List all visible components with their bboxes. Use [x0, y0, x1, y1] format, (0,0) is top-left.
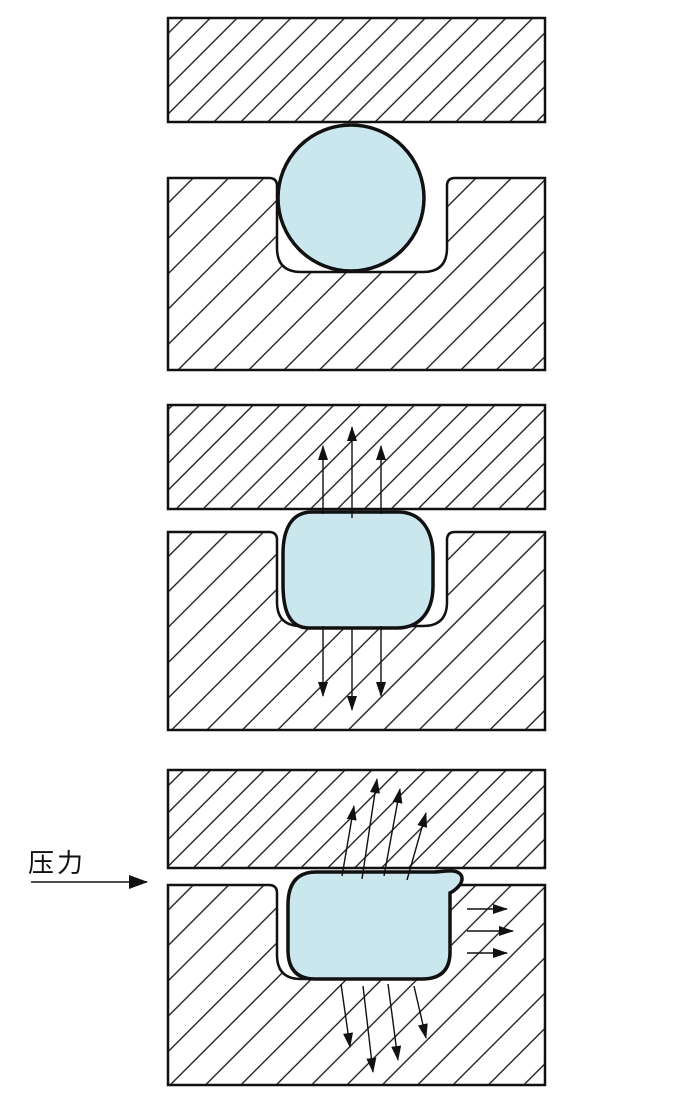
- down-arrow: [340, 983, 353, 1048]
- down-arrow: [413, 985, 428, 1039]
- contact-pressure-arrows-down: [340, 983, 428, 1073]
- panel-compressed-state: [166, 403, 547, 732]
- upper-plate: [166, 403, 547, 511]
- down-arrow: [362, 985, 377, 1073]
- o-ring-cross-section: [276, 123, 426, 273]
- up-arrow: [406, 812, 427, 881]
- pressure-label: 压力: [28, 849, 86, 878]
- contact-pressure-arrows-right: [467, 904, 514, 958]
- contact-pressure-arrows-up: [341, 778, 427, 881]
- grooved-block: [166, 176, 547, 372]
- upper-plate: [166, 16, 547, 124]
- grooved-block: [166, 530, 547, 732]
- up-arrow: [341, 805, 357, 877]
- panel-free-state: [166, 16, 547, 372]
- panel-pressurized-state: 压力: [28, 768, 547, 1087]
- contact-pressure-arrows-down: [318, 626, 386, 711]
- upper-plate: [166, 768, 547, 870]
- contact-pressure-arrows-up: [318, 426, 386, 518]
- down-arrow: [387, 983, 402, 1061]
- o-ring-cross-section: [281, 510, 435, 630]
- o-ring-cross-section-extruded: [286, 869, 464, 981]
- up-arrow: [361, 778, 380, 880]
- pressure-callout: 压力: [28, 849, 148, 889]
- up-arrow: [383, 788, 403, 877]
